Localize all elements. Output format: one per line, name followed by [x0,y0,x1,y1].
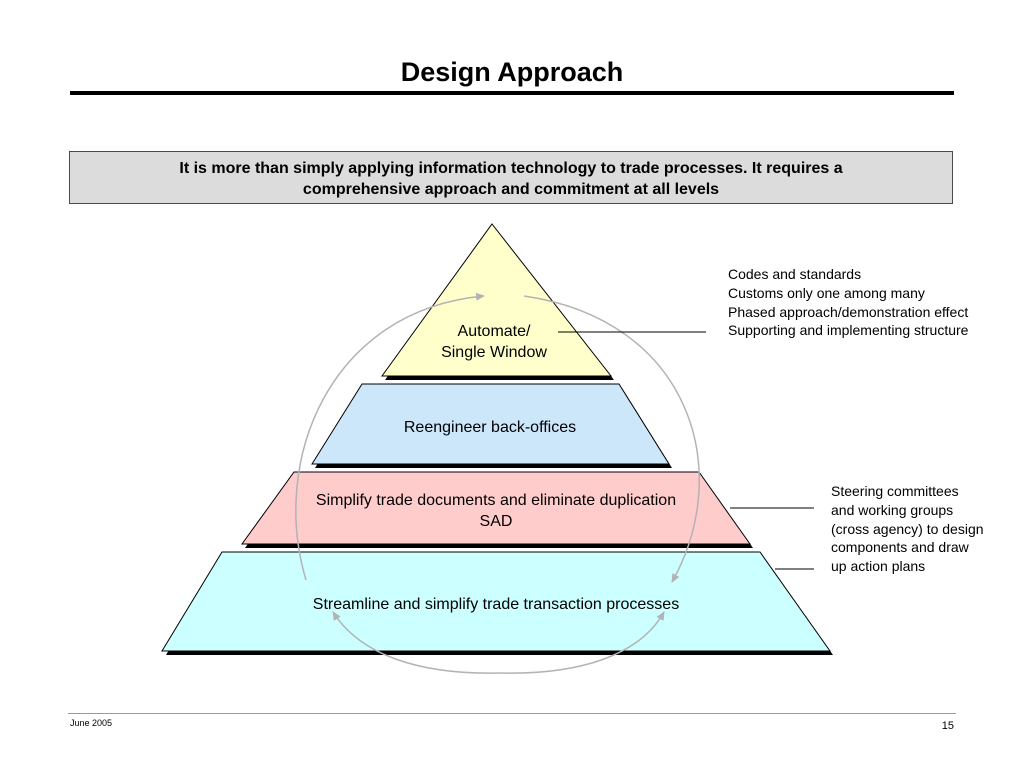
note-bottom: Steering committees and working groups (… [831,482,984,576]
tier-3-label: Simplify trade documents and eliminate d… [256,490,736,532]
cycle-arrow-left-up [295,292,485,581]
tier-2-label-line-1: Reengineer back-offices [403,419,577,436]
statement-line-1: It is more than simply applying informat… [179,160,843,177]
tier-1-label-line-2: Single Window [441,344,547,361]
note-bottom-line-4: components and draw [831,539,969,556]
note-bottom-line-1: Steering committees [831,483,959,499]
cycle-arrow-bottom-right [499,611,665,674]
tier-3-label-line-2: SAD [479,513,513,530]
note-top: Codes and standards Customs only one amo… [728,265,968,340]
tier-1-shape [381,223,613,377]
tier-1-label: Automate/ Single Window [414,321,574,363]
note-top-line-2: Customs only one among many [728,284,925,301]
statement-box: It is more than simply applying informat… [69,151,953,204]
tier-4-shape [161,551,831,652]
note-top-line-4: Supporting and implementing structure [728,322,969,339]
footer-date: June 2005 [70,718,113,728]
cycle-arrow-bottom-left [332,611,501,674]
tier-1-label-line-1: Automate/ [457,323,531,340]
statement-line-2: comprehensive approach and commitment at… [302,181,720,198]
note-bottom-line-5: up action plans [831,558,926,575]
tier-3-shape [241,471,751,545]
title-underline [70,91,954,95]
footer-divider [68,713,956,714]
tier-2-shape [311,383,670,465]
tier-4-label-line-1: Streamline and simplify trade transactio… [312,596,680,613]
tier-4-label: Streamline and simplify trade transactio… [236,594,756,615]
note-top-line-3: Phased approach/demonstration effect [728,303,969,320]
note-bottom-line-2: and working groups [831,501,954,518]
page-number: 15 [941,720,954,732]
note-bottom-line-3: (cross agency) to design [831,520,984,537]
tier-2-label: Reengineer back-offices [340,417,640,438]
tier-3-label-line-1: Simplify trade documents and eliminate d… [315,492,677,509]
slide-title: Design Approach [400,57,624,87]
note-top-line-1: Codes and standards [728,266,862,282]
cycle-arrow-right-down [523,295,700,583]
